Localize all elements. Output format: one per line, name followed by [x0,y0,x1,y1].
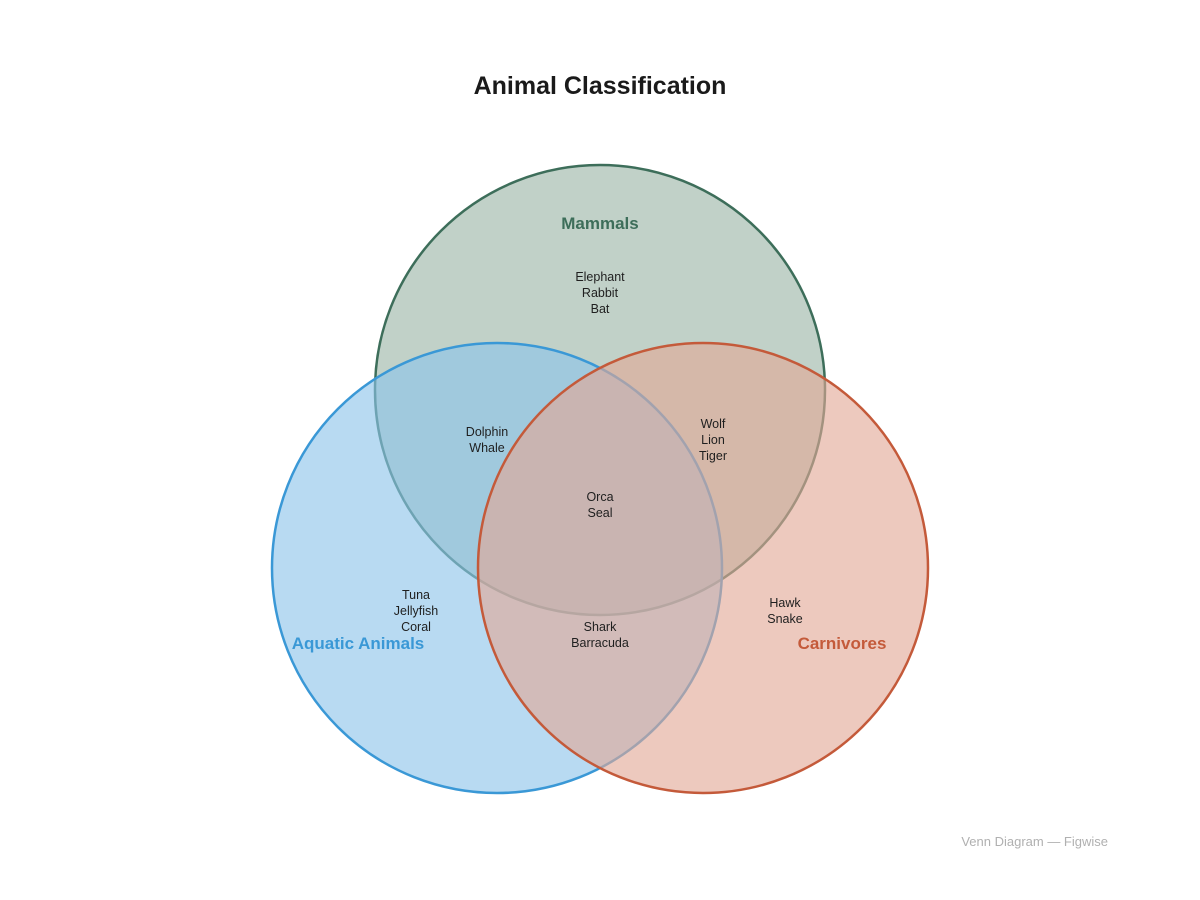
region-item: Whale [469,441,504,455]
region-item: Tuna [402,588,430,602]
carnivores-circle [476,341,930,795]
region-mammals-carnivores: Wolf Lion Tiger [699,417,727,463]
region-item: Snake [767,612,802,626]
footer-credit: Venn Diagram — Figwise [961,834,1108,849]
region-item: Orca [586,490,613,504]
region-all-three: Orca Seal [586,490,613,520]
region-item: Wolf [701,417,726,431]
region-item: Tiger [699,449,727,463]
region-mammals-aquatic: Dolphin Whale [466,425,508,455]
region-item: Dolphin [466,425,508,439]
region-item: Seal [587,506,612,520]
region-item: Elephant [575,270,625,284]
carnivores-label: Carnivores [798,634,887,653]
diagram-title: Animal Classification [474,72,727,100]
venn-circles [270,163,930,795]
region-item: Shark [584,620,617,634]
region-item: Hawk [769,596,801,610]
region-mammals-only: Elephant Rabbit Bat [575,270,625,316]
region-aquatic-only: Tuna Jellyfish Coral [394,588,439,634]
mammals-label: Mammals [561,214,638,233]
region-aquatic-carnivores: Shark Barracuda [571,620,629,650]
region-item: Jellyfish [394,604,439,618]
region-item: Bat [591,302,610,316]
region-item: Coral [401,620,431,634]
region-item: Lion [701,433,725,447]
region-carnivores-only: Hawk Snake [767,596,802,626]
region-item: Rabbit [582,286,619,300]
aquatic-animals-label: Aquatic Animals [292,634,425,653]
region-item: Barracuda [571,636,629,650]
